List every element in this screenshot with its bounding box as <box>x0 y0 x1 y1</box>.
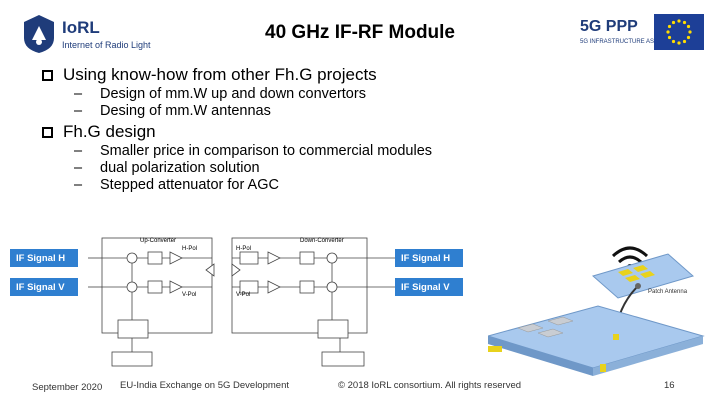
vpol-right-label: V-Pol <box>236 292 251 298</box>
iorl-logo: IoRL Internet of Radio Light <box>22 14 182 54</box>
hpol-right-label: H-Pol <box>236 246 252 252</box>
5gppp-logo: 5G PPP 5G INFRASTRUCTURE ASSOCIATION <box>580 18 687 48</box>
vpol-left-label: V-Pol <box>182 292 197 298</box>
wifi-icon <box>611 246 649 264</box>
bullet-text: Using know-how from other Fh.G projects <box>63 65 377 84</box>
antenna-board-illustration: Patch Antenna <box>486 236 710 376</box>
sub-bullet-text: Design of mm.W up and down convertors <box>100 86 366 102</box>
if-signal-h-left: IF Signal H <box>10 249 78 267</box>
5gppp-logo-tagline: 5G INFRASTRUCTURE ASSOCIATION <box>580 39 687 45</box>
sub-bullet: –dual polarization solution <box>74 160 260 176</box>
page-number: 16 <box>664 380 675 391</box>
5gppp-logo-name: 5G PPP <box>580 18 638 35</box>
sub-bullet-text: Desing of mm.W antennas <box>100 103 271 119</box>
footer-event: EU-India Exchange on 5G Development <box>120 380 289 391</box>
eu-flag-icon <box>654 14 704 50</box>
bullet-knowhow: Using know-how from other Fh.G projects <box>42 65 377 85</box>
iorl-logo-tagline: Internet of Radio Light <box>62 40 151 50</box>
block-diagram: IF Signal H IF Signal V IF Signal H IF S… <box>10 230 475 378</box>
sub-bullet-text: Stepped attenuator for AGC <box>100 177 279 193</box>
checkbox-bullet-icon <box>42 69 53 81</box>
hpol-left-label: H-Pol <box>182 246 198 252</box>
footer-copyright: © 2018 IoRL consortium. All rights reser… <box>338 380 522 391</box>
svg-text:Patch Antenna: Patch Antenna <box>648 289 688 295</box>
iorl-badge-icon <box>24 15 54 53</box>
sub-bullet-text: dual polarization solution <box>100 160 260 176</box>
slide-title: 40 GHz IF-RF Module <box>265 22 455 43</box>
iorl-logo-name: IoRL <box>62 18 100 37</box>
if-signal-v-right: IF Signal V <box>395 278 463 296</box>
upconverter-label: Up-Converter <box>140 238 177 244</box>
sub-bullet-text: Smaller price in comparison to commercia… <box>100 143 433 159</box>
bullet-fhg-design: Fh.G design <box>42 122 156 142</box>
sub-bullet: –Desing of mm.W antennas <box>74 103 271 119</box>
block-diagram-lines <box>88 237 395 367</box>
checkbox-bullet-icon <box>42 126 53 138</box>
sub-bullet: –Smaller price in comparison to commerci… <box>74 143 433 159</box>
if-signal-v-left: IF Signal V <box>10 278 78 296</box>
downconverter-label: Down-Converter <box>300 238 344 244</box>
if-signal-h-right: IF Signal H <box>395 249 463 267</box>
sub-bullet: –Stepped attenuator for AGC <box>74 177 279 193</box>
footer-date: September 2020 <box>32 382 103 393</box>
bullet-text: Fh.G design <box>63 122 156 141</box>
sub-bullet: –Design of mm.W up and down convertors <box>74 86 366 102</box>
